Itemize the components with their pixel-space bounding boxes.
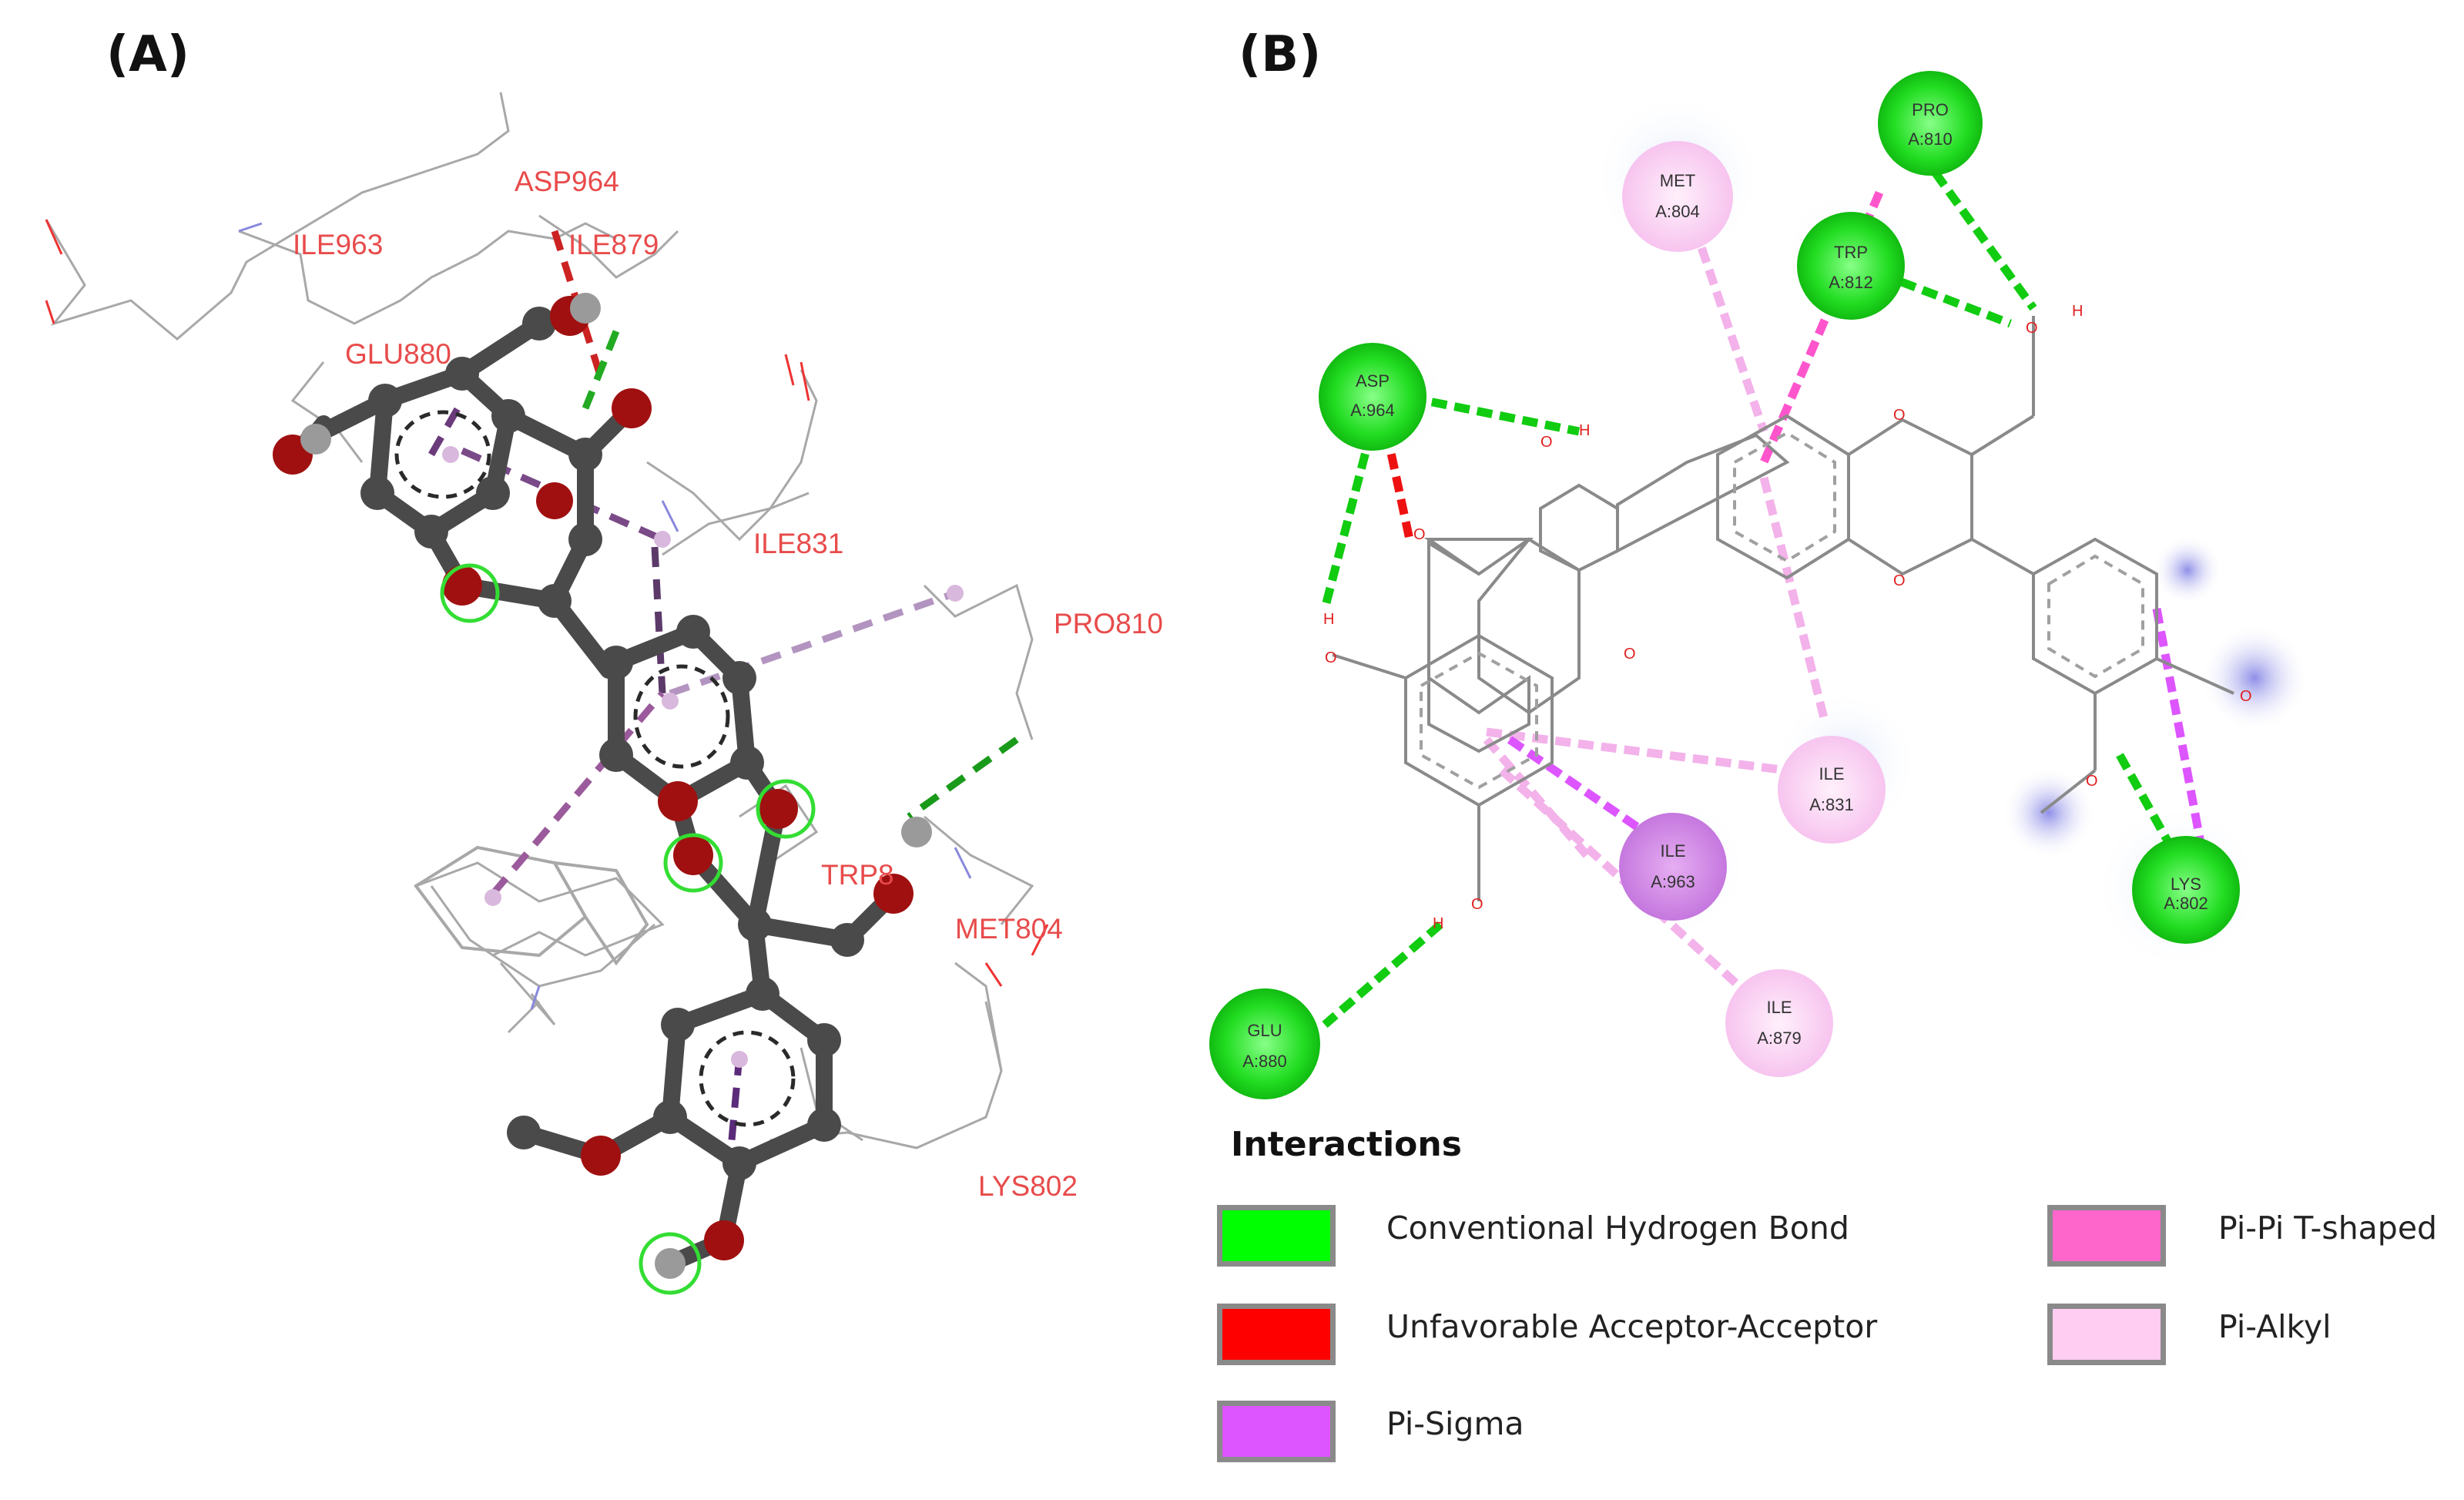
svg-text:O: O [1624, 646, 1636, 663]
interactions-legend: Interactions Conventional Hydrogen Bond … [1215, 1125, 2448, 1495]
svg-text:A:810: A:810 [1908, 129, 1953, 149]
svg-text:ILE: ILE [1819, 764, 1844, 784]
svg-text:LYS: LYS [2171, 874, 2201, 894]
residue-node-met804: MET A:804 [1622, 141, 1733, 252]
residue-node-trp812: TRP A:812 [1797, 212, 1905, 320]
svg-text:A:879: A:879 [1757, 1029, 1802, 1048]
legend-label: Conventional Hydrogen Bond [1386, 1210, 1849, 1247]
svg-text:A:804: A:804 [1655, 202, 1700, 221]
svg-text:A:831: A:831 [1809, 795, 1854, 814]
panel-b-2d-diagram: (B) [1202, 0, 2464, 1500]
carbonyl-bond [1427, 542, 1480, 576]
res-label-ile963: ILE963 [293, 229, 383, 260]
legend-swatch [2047, 1304, 2166, 1365]
panel-a-label: (A) [106, 26, 190, 83]
svg-text:O: O [1471, 896, 1483, 913]
svg-text:H: H [1579, 422, 1590, 439]
res-label-lys802: LYS802 [978, 1170, 1078, 1202]
svg-text:A:812: A:812 [1829, 273, 1873, 292]
svg-text:GLU: GLU [1247, 1021, 1282, 1040]
svg-text:PRO: PRO [1912, 100, 1949, 119]
panel-b-diagram: O O H O H O O O O H O O O H PRO A:810 ME… [1209, 71, 2308, 1099]
legend-label: Pi-Sigma [1386, 1405, 1524, 1442]
residue-node-ile963: ILE A:963 [1619, 813, 1727, 921]
residue-halos [1309, 91, 2308, 971]
svg-text:ILE: ILE [1766, 998, 1792, 1017]
interaction-lines-b [1320, 151, 2208, 1029]
svg-text:A:880: A:880 [1242, 1052, 1287, 1071]
res-label-ile879: ILE879 [568, 229, 659, 260]
legend-label: Unfavorable Acceptor-Acceptor [1386, 1308, 1878, 1345]
svg-text:A:964: A:964 [1350, 401, 1395, 420]
legend-swatch [1217, 1205, 1336, 1267]
ligand-hydrogen-atoms [300, 293, 932, 1279]
panel-a-3d-view: (A) [0, 0, 1202, 1500]
residue-node-ile879: ILE A:879 [1725, 969, 1833, 1077]
panel-a-structure: ASP964 ILE963 ILE879 GLU880 ILE831 PRO81… [45, 92, 1163, 1295]
legend-swatch [2047, 1205, 2166, 1267]
panel-b-label: (B) [1239, 26, 1322, 83]
res-label-met804: MET804 [955, 913, 1063, 945]
res-label-ile831: ILE831 [753, 528, 843, 559]
atom-labels: O O H O H O O O O H O O O H [1323, 303, 2252, 932]
svg-text:O: O [1413, 526, 1426, 543]
trp-indole-ring [414, 845, 649, 966]
legend-swatch [1217, 1304, 1336, 1365]
hbond-circles [440, 563, 816, 1295]
svg-text:H: H [1323, 611, 1334, 628]
svg-text:A:802: A:802 [2164, 894, 2208, 913]
residue-node-pro810: PRO A:810 [1878, 71, 1983, 176]
svg-text:A:963: A:963 [1651, 872, 1695, 891]
legend-label: Pi-Pi T-shaped [2218, 1210, 2438, 1247]
protein-wireframe-heteroatoms [45, 219, 1049, 1010]
svg-text:MET: MET [1660, 171, 1695, 190]
residue-node-glu880: GLU A:880 [1209, 988, 1320, 1099]
aromatic-inner-rings-2d [1420, 431, 2144, 790]
svg-text:O: O [1325, 649, 1337, 666]
svg-text:ASP: ASP [1356, 371, 1390, 391]
ligand-carbon-atoms [360, 307, 864, 1180]
legend-title: Interactions [1231, 1125, 1462, 1164]
legend-label: Pi-Alkyl [2218, 1308, 2332, 1345]
svg-text:H: H [2072, 303, 2083, 320]
res-label-pro810: PRO810 [1054, 608, 1163, 639]
res-label-trp812: TRP8 [821, 859, 894, 891]
residue-node-ile831: ILE A:831 [1778, 736, 1886, 844]
svg-text:O: O [2026, 320, 2038, 337]
legend-swatch [1217, 1401, 1336, 1462]
svg-text:O: O [1540, 434, 1553, 451]
svg-text:O: O [1893, 407, 1906, 424]
svg-text:ILE: ILE [1660, 841, 1685, 861]
residue-node-asp964: ASP A:964 [1319, 343, 1426, 451]
ligand-skeleton-2d [1332, 316, 2234, 901]
svg-text:TRP: TRP [1834, 243, 1868, 262]
svg-text:O: O [1893, 572, 1906, 589]
svg-text:H: H [1433, 915, 1443, 932]
pi-centroids [442, 446, 964, 1068]
svg-text:O: O [2086, 773, 2098, 790]
residue-node-lys802: LYS A:802 [2132, 836, 2240, 944]
res-label-glu880: GLU880 [345, 338, 451, 370]
aromatic-inner-rings [394, 410, 796, 1127]
res-label-asp964: ASP964 [515, 166, 619, 197]
svg-text:O: O [2240, 688, 2252, 705]
